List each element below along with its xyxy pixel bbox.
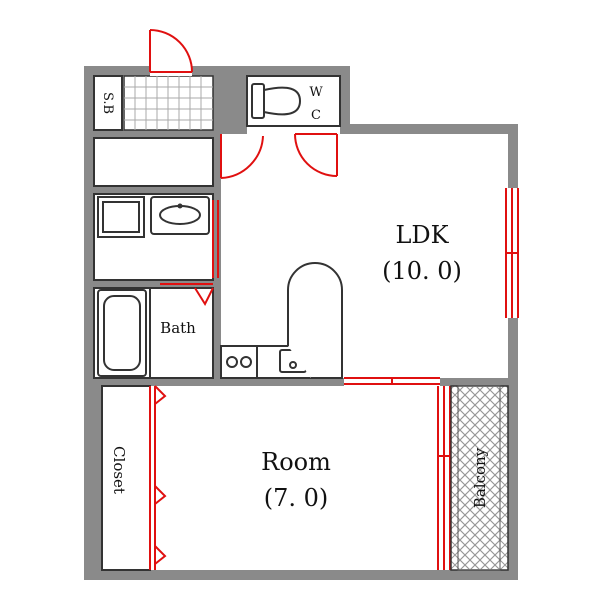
- shoe-box-label: S.B: [100, 92, 115, 114]
- wc-room: W C: [246, 75, 341, 127]
- room-name: Room: [261, 448, 331, 476]
- entrance-tile: [123, 75, 214, 131]
- western-room: Room (7. 0): [261, 386, 451, 570]
- shoe-box: S.B: [93, 75, 123, 131]
- balcony-label: Balcony: [471, 447, 489, 508]
- entrance-door: [149, 29, 193, 76]
- room-sliding-door: [344, 376, 440, 388]
- wc-label-w: W: [309, 85, 323, 100]
- closet-upper: [93, 137, 214, 187]
- kitchen: [220, 262, 343, 379]
- ldk-name: LDK: [395, 221, 449, 249]
- balcony: Balcony: [450, 385, 509, 571]
- room-size: (7. 0): [264, 484, 329, 512]
- ldk-room: LDK (10. 0): [382, 188, 521, 318]
- ldk-size: (10. 0): [382, 257, 462, 285]
- closet: Closet: [101, 385, 167, 571]
- washroom: [93, 193, 219, 281]
- closet-label: Closet: [110, 446, 128, 494]
- wc-label-c: C: [311, 108, 321, 123]
- bathroom: Bath: [93, 283, 214, 379]
- bath-label: Bath: [160, 319, 196, 337]
- hall-doors: [220, 128, 338, 179]
